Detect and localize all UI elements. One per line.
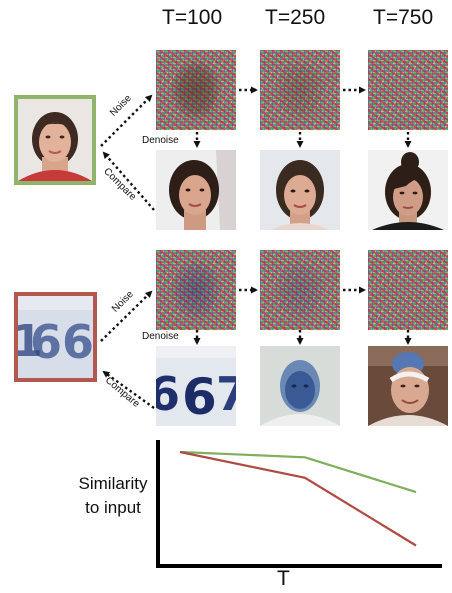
face-photo-icon bbox=[18, 99, 92, 181]
input-digits-image: 1 6 6 bbox=[14, 292, 97, 382]
digits-photo-icon: 1 6 6 bbox=[18, 296, 93, 378]
denoised-image-row1-t750 bbox=[368, 150, 448, 230]
svg-text:6: 6 bbox=[182, 368, 217, 426]
noise-arrow-row2 bbox=[100, 290, 153, 342]
svg-text:1: 1 bbox=[18, 316, 43, 367]
similarity-chart bbox=[156, 440, 442, 568]
woman-face-updo-icon bbox=[368, 150, 448, 230]
noised-image-row1-t250 bbox=[260, 50, 340, 130]
woman-face-icon bbox=[260, 150, 340, 230]
woman-face-icon bbox=[156, 150, 236, 230]
chart-ylabel-line1: Similarity bbox=[78, 474, 148, 493]
blue-face-icon bbox=[260, 346, 340, 426]
denoised-image-row1-t100 bbox=[156, 150, 236, 230]
denoise-label-row1: Denoise bbox=[142, 135, 179, 146]
input-face-image bbox=[14, 95, 96, 185]
noised-image-row2-t100 bbox=[156, 250, 236, 330]
denoised-image-row2-t750 bbox=[368, 346, 448, 426]
noised-image-row1-t750 bbox=[368, 50, 448, 130]
chart-ylabel-line2: to input bbox=[85, 498, 141, 517]
svg-text:6: 6 bbox=[30, 315, 62, 369]
denoised-image-row2-t250 bbox=[260, 346, 340, 426]
column-header-t100: T=100 bbox=[162, 6, 223, 29]
compare-arrow-row2 bbox=[102, 370, 155, 409]
noise-arrow-row1 bbox=[100, 94, 153, 147]
column-header-t750: T=750 bbox=[373, 6, 434, 29]
compare-arrow-row1 bbox=[102, 151, 155, 211]
noised-image-row2-t750 bbox=[368, 250, 448, 330]
denoised-image-row1-t250 bbox=[260, 150, 340, 230]
svg-text:6: 6 bbox=[62, 315, 93, 369]
svg-text:6: 6 bbox=[156, 367, 180, 421]
noised-image-row2-t250 bbox=[260, 250, 340, 330]
noised-image-row1-t100 bbox=[156, 50, 236, 130]
similarity-series-2 bbox=[179, 450, 417, 547]
chart-ylabel: Similarity to input bbox=[66, 472, 160, 520]
older-man-face-icon bbox=[368, 346, 448, 426]
chart-xlabel: T bbox=[277, 567, 290, 590]
similarity-series-1 bbox=[179, 450, 417, 494]
svg-text:7: 7 bbox=[216, 367, 236, 421]
column-header-t250: T=250 bbox=[265, 6, 326, 29]
digits-output-icon: 6 6 7 bbox=[156, 346, 236, 426]
denoise-label-row2: Denoise bbox=[142, 331, 179, 342]
denoised-image-row2-t100: 6 6 7 bbox=[156, 346, 236, 426]
